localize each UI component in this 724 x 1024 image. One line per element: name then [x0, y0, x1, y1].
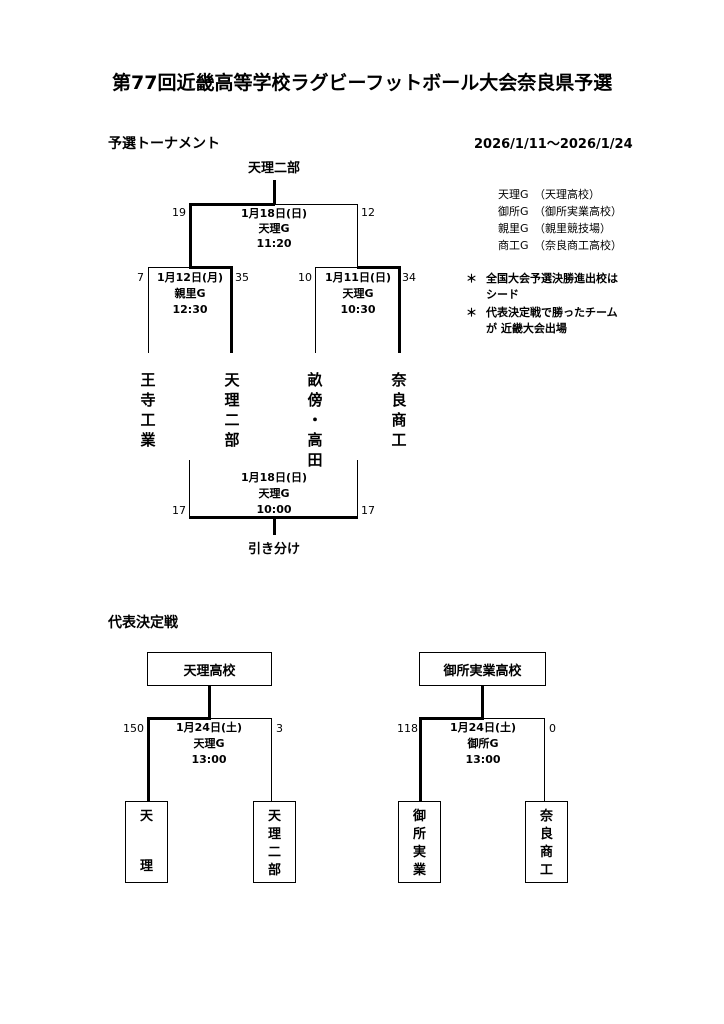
vertical-char: 業	[140, 431, 156, 449]
prelim-date-range: 2026/1/11〜2026/1/24	[474, 137, 633, 152]
team-box: 天理二部	[253, 801, 296, 883]
rep2-score-left: 118	[397, 722, 418, 735]
team-name: 天理二部	[254, 808, 295, 880]
third-score-left: 17	[172, 504, 186, 517]
vertical-char: ・	[307, 411, 323, 429]
vertical-char: 王	[140, 371, 156, 389]
rep1-time: 13:00	[191, 753, 227, 766]
final-score-right: 12	[361, 206, 375, 219]
note-bullet: ＊	[466, 272, 477, 285]
vertical-char: 工	[539, 863, 553, 878]
vertical-char: 工	[140, 411, 156, 429]
third-score-right: 17	[361, 504, 375, 517]
semi-right-time: 10:30	[340, 303, 376, 316]
final-date: 1月18日(日)	[240, 207, 308, 220]
final-time: 11:20	[256, 237, 292, 250]
rep2-time: 13:00	[465, 753, 501, 766]
legend-item: 天理G （天理高校）	[498, 188, 601, 201]
vertical-char: 商	[539, 845, 553, 860]
vertical-char: 良	[539, 827, 553, 842]
semi-left-time: 12:30	[172, 303, 208, 316]
team-box: 奈良商工	[525, 801, 568, 883]
rep1-score-right: 3	[276, 722, 283, 735]
vertical-char: 業	[412, 863, 426, 878]
vertical-char: 二	[267, 845, 281, 860]
vertical-char: 工	[391, 431, 407, 449]
third-date: 1月18日(日)	[240, 471, 308, 484]
rep2-date: 1月24日(土)	[449, 721, 517, 734]
note-line: が 近畿大会出場	[486, 322, 567, 335]
team-name: 畝傍・高田	[305, 370, 325, 470]
semi-left-score-left: 7	[137, 271, 144, 284]
vertical-char: 部	[267, 863, 281, 878]
vertical-char: 部	[224, 431, 240, 449]
semi-left-venue: 親里G	[174, 287, 206, 300]
team-name: 御所実業	[399, 808, 440, 880]
third-time: 10:00	[256, 503, 292, 516]
vertical-char: 実	[412, 845, 426, 860]
team-box: 天 理	[125, 801, 168, 883]
final-score-left: 19	[172, 206, 186, 219]
vertical-char: 御	[412, 809, 426, 824]
semi-right-venue: 天理G	[342, 287, 374, 300]
vertical-char: 田	[307, 451, 323, 469]
third-result: 引き分け	[247, 542, 300, 557]
vertical-char: 商	[391, 411, 407, 429]
vertical-char: 良	[391, 391, 407, 409]
page-title: 第77回近畿高等学校ラグビーフットボール大会奈良県予選	[112, 72, 613, 94]
rep1-venue: 天理G	[193, 737, 225, 750]
vertical-char: 高	[307, 431, 323, 449]
legend-item: 親里G （親里競技場）	[498, 222, 612, 235]
rep1-date: 1月24日(土)	[175, 721, 243, 734]
vertical-char: 理	[267, 827, 281, 842]
vertical-char: 二	[224, 411, 240, 429]
vertical-char: 傍	[307, 391, 323, 409]
team-name: 奈良商工	[389, 370, 409, 450]
note-line: 代表決定戦で勝ったチーム	[486, 306, 618, 319]
prelim-heading: 予選トーナメント	[108, 136, 220, 152]
semi-right-date: 1月11日(日)	[324, 271, 392, 284]
team-name-char: 理	[139, 859, 153, 874]
semi-right-score-right: 34	[402, 271, 416, 284]
semi-left-date: 1月12日(月)	[156, 271, 224, 284]
team-name: 天理二部	[222, 370, 242, 450]
vertical-char: 天	[267, 809, 281, 824]
vertical-char: 奈	[391, 371, 407, 389]
semi-left-score-right: 35	[235, 271, 249, 284]
rep-heading: 代表決定戦	[108, 615, 178, 631]
note-line: 全国大会予選決勝進出校は	[486, 272, 618, 285]
third-venue: 天理G	[258, 487, 290, 500]
vertical-char: 理	[224, 391, 240, 409]
rep1-score-left: 150	[123, 722, 144, 735]
rep2-score-right: 0	[549, 722, 556, 735]
winner-box: 御所実業高校	[419, 652, 546, 686]
team-name: 王寺工業	[138, 370, 158, 450]
team-box: 御所実業	[398, 801, 441, 883]
rep2-venue: 御所G	[467, 737, 499, 750]
final-venue: 天理G	[258, 222, 290, 235]
team-name: 奈良商工	[526, 808, 567, 880]
note-bullet: ＊	[466, 306, 477, 319]
vertical-char: 寺	[140, 391, 156, 409]
team-name-char: 天	[139, 809, 153, 824]
legend-item: 御所G （御所実業高校）	[498, 205, 623, 218]
note-line: シード	[486, 288, 519, 301]
semi-right-score-left: 10	[298, 271, 312, 284]
vertical-char: 奈	[539, 809, 553, 824]
vertical-char: 所	[412, 827, 426, 842]
legend-item: 商工G （奈良商工高校）	[498, 239, 623, 252]
prelim-winner: 天理二部	[247, 161, 300, 176]
vertical-char: 畝	[307, 371, 323, 389]
vertical-char: 天	[224, 371, 240, 389]
winner-box: 天理高校	[147, 652, 272, 686]
